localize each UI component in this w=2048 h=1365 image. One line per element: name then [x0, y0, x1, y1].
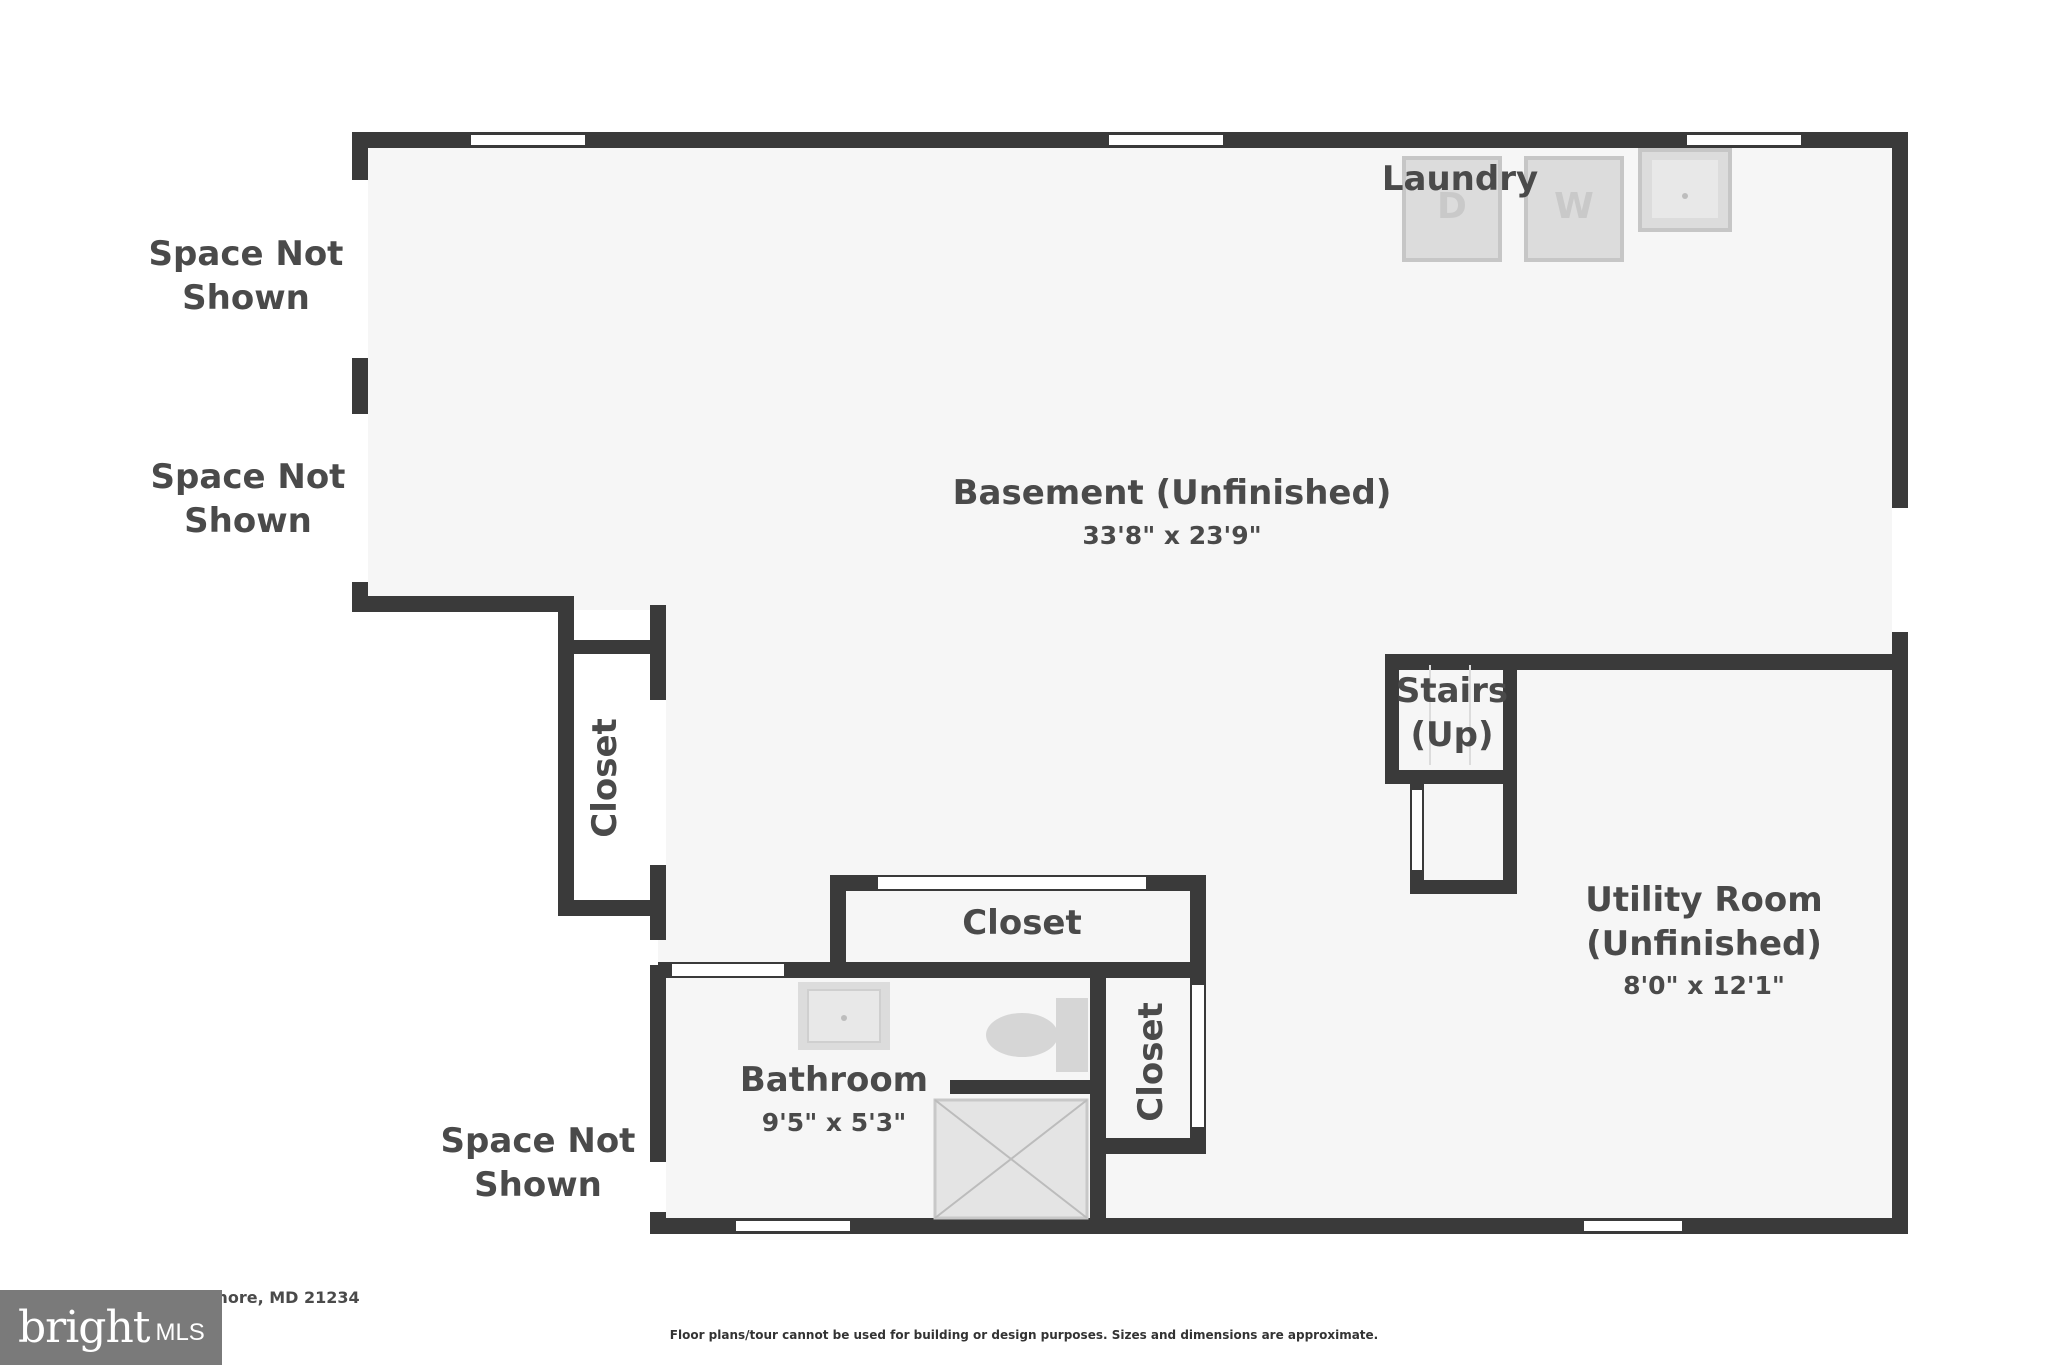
basement-dimensions: 33'8" x 23'9": [1082, 521, 1261, 550]
bright-mls-logo: bright MLS: [0, 1290, 222, 1365]
utility-room-label: Utility Room: [1585, 880, 1822, 920]
bathroom-label: Bathroom: [740, 1060, 928, 1100]
disclaimer-text: Floor plans/tour cannot be used for buil…: [669, 1328, 1379, 1342]
bathroom-sink-icon: [798, 982, 890, 1050]
stairs-label: Stairs: [1396, 671, 1508, 711]
shower-icon: [933, 1098, 1089, 1220]
brand-main-text: bright: [18, 1302, 150, 1353]
stairs-direction-label: (Up): [1410, 715, 1493, 755]
brand-sub-text: MLS: [155, 1318, 205, 1346]
windows: [469, 133, 1803, 1233]
space-not-shown-label-2b: Shown: [184, 501, 312, 541]
dryer-icon: D: [1402, 156, 1502, 262]
bathroom-dimensions: 9'5" x 5'3": [762, 1108, 906, 1137]
openings: [352, 180, 1908, 1212]
utility-room-sublabel: (Unfinished): [1586, 924, 1822, 964]
closet-label-right: Closet: [1131, 1002, 1171, 1122]
space-not-shown-label-3a: Space Not: [441, 1121, 636, 1161]
laundry-sink-icon: [1638, 148, 1732, 232]
closet-label-top: Closet: [962, 903, 1082, 943]
washer-label: W: [1554, 186, 1594, 227]
utility-room-dimensions: 8'0" x 12'1": [1623, 971, 1785, 1000]
floor-area: [360, 140, 1900, 1230]
stairs-icon: [1429, 665, 1471, 765]
space-not-shown-label-1a: Space Not: [149, 234, 344, 274]
laundry-label: Laundry: [1382, 159, 1538, 199]
space-not-shown-label-1b: Shown: [182, 278, 310, 318]
space-not-shown-label-3b: Shown: [474, 1165, 602, 1205]
washer-icon: W: [1524, 156, 1624, 262]
closet-label-left: Closet: [585, 718, 625, 838]
space-not-shown-label-2a: Space Not: [151, 457, 346, 497]
toilet-icon: [986, 998, 1088, 1072]
dryer-label: D: [1437, 186, 1467, 227]
basement-label: Basement (Unfinished): [953, 473, 1392, 513]
